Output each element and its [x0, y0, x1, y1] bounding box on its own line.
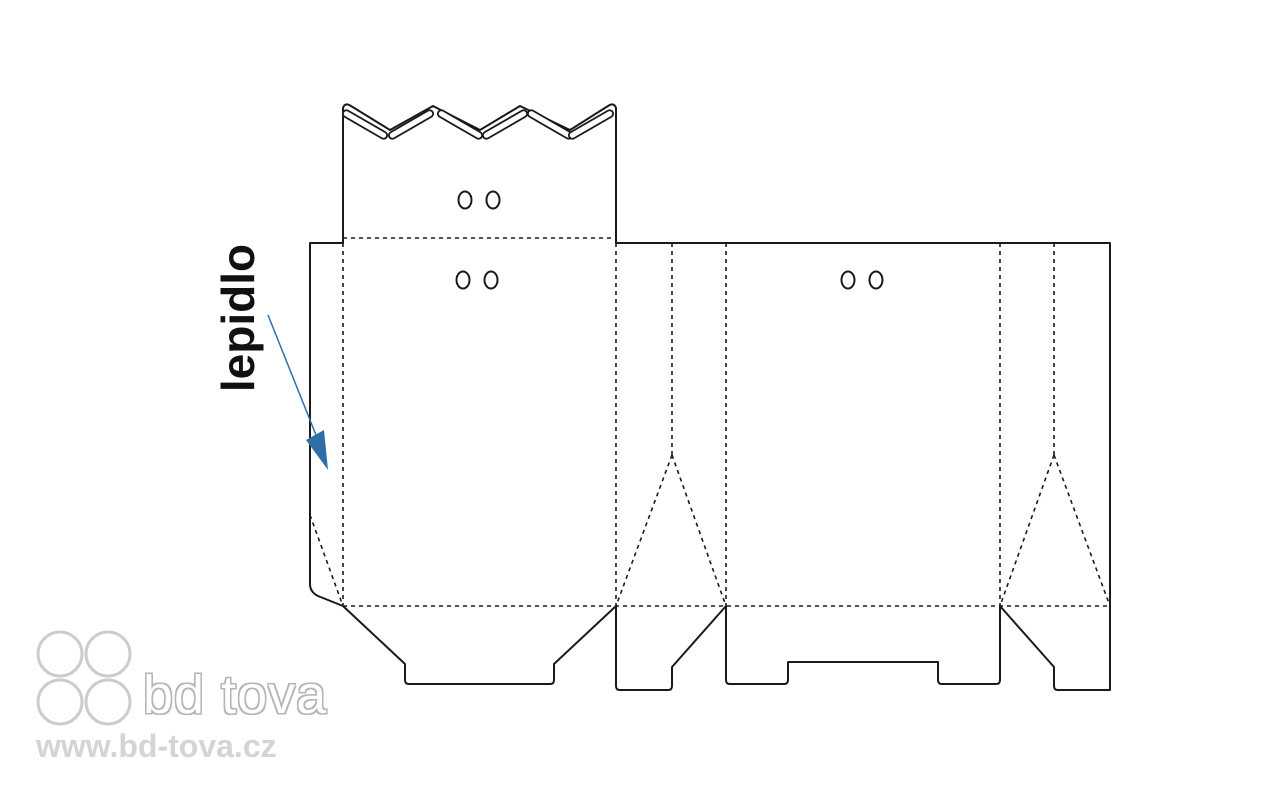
watermark-brand: bd tova — [143, 665, 328, 725]
watermark-url: www.bd-tova.cz — [36, 728, 277, 764]
watermark-logo-icon — [36, 630, 132, 726]
tab-slots — [341, 109, 615, 140]
handle-holes — [455, 190, 884, 290]
glue-label: lepidlo — [212, 243, 264, 393]
glue-arrow-icon — [267, 314, 328, 470]
outer-cut-line — [309, 103, 1111, 691]
fold-lines — [309, 237, 1111, 607]
